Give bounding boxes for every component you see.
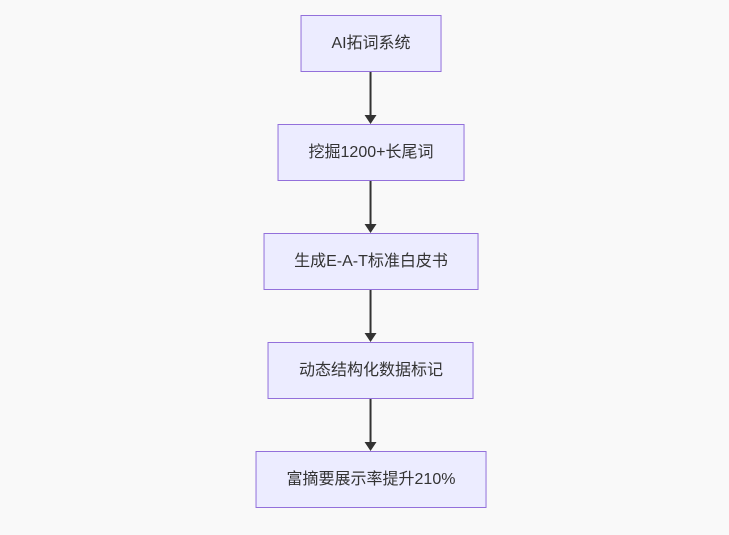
flow-node-label: 生成E-A-T标准白皮书 <box>294 253 448 270</box>
arrow-down-icon <box>365 442 377 451</box>
arrow-down-icon <box>365 224 377 233</box>
flow-node-longtail-mining: 挖掘1200+长尾词 <box>277 124 465 181</box>
flow-arrow-1 <box>365 72 377 124</box>
flowchart: AI拓词系统 挖掘1200+长尾词 生成E-A-T标准白皮书 动态结构化数据标记… <box>255 15 487 508</box>
arrow-line <box>370 181 372 224</box>
flow-arrow-4 <box>365 399 377 451</box>
flow-arrow-2 <box>365 181 377 233</box>
flow-node-label: AI拓词系统 <box>331 35 411 52</box>
flow-arrow-3 <box>365 290 377 342</box>
flow-node-ai-word-system: AI拓词系统 <box>300 15 442 72</box>
arrow-line <box>370 72 372 115</box>
flow-node-label: 动态结构化数据标记 <box>298 362 443 379</box>
arrow-down-icon <box>365 115 377 124</box>
arrow-line <box>370 399 372 442</box>
flow-node-label: 富摘要展示率提升210% <box>286 471 456 488</box>
flow-node-eat-whitepaper: 生成E-A-T标准白皮书 <box>263 233 479 290</box>
flow-node-label: 挖掘1200+长尾词 <box>308 144 434 161</box>
arrow-line <box>370 290 372 333</box>
flow-node-structured-data: 动态结构化数据标记 <box>267 342 474 399</box>
arrow-down-icon <box>365 333 377 342</box>
flow-node-rich-snippet-result: 富摘要展示率提升210% <box>255 451 487 508</box>
